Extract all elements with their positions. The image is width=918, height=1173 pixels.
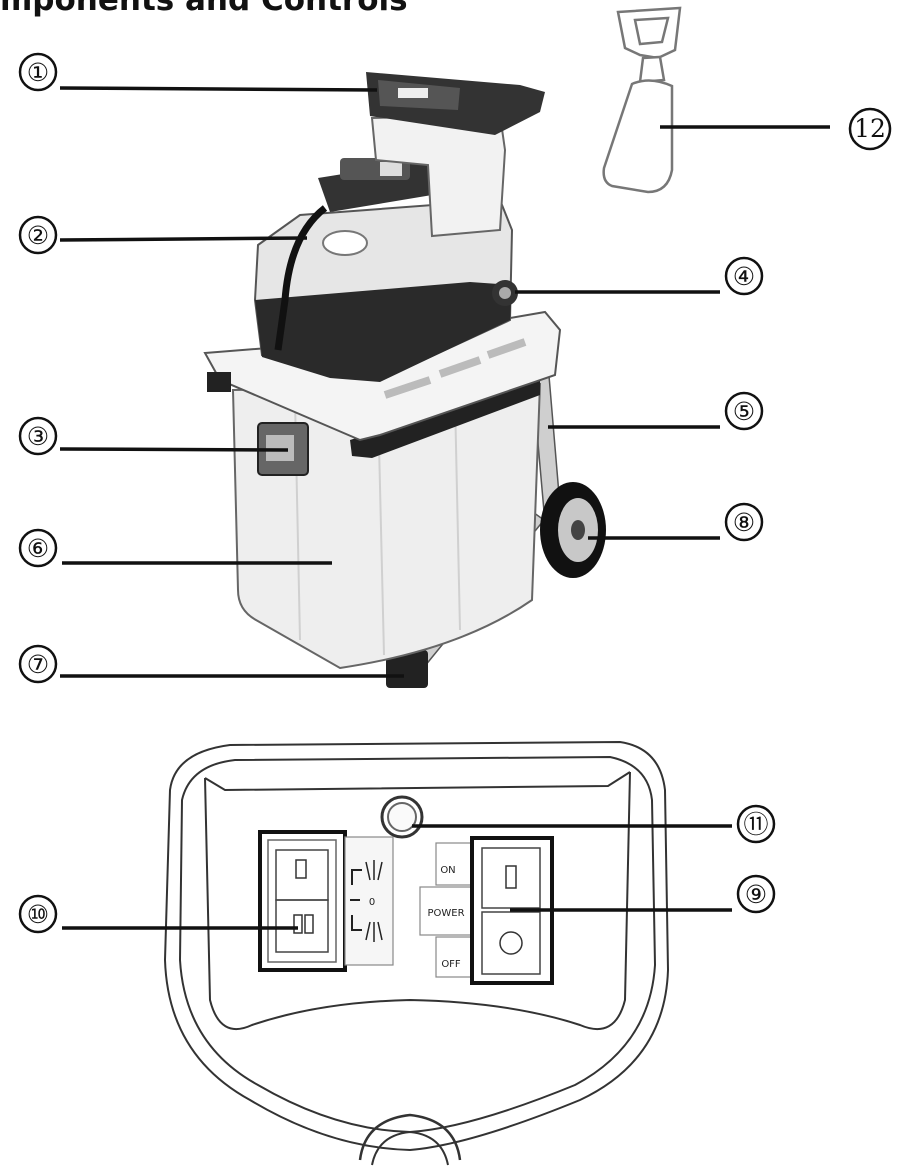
callout-6: ⑥ — [18, 528, 58, 568]
callout-7: ⑦ — [18, 644, 58, 684]
callout-4: ④ — [724, 256, 764, 296]
callout-11: ⑪ — [736, 804, 776, 844]
power-on-label: ON — [440, 865, 455, 876]
callout-label-5: ⑤ — [733, 397, 755, 426]
direction-switch-icon: 0 — [258, 830, 394, 972]
callout-label-2: ② — [27, 221, 49, 250]
callout-8: ⑧ — [724, 502, 764, 542]
leader-line-2 — [59, 236, 308, 242]
leader-lines — [59, 86, 830, 930]
pusher-tool-icon — [602, 6, 682, 194]
callout-label-4: ④ — [733, 262, 755, 291]
callout-label-11: ⑪ — [743, 810, 768, 839]
callout-label-10: ⑩ — [27, 900, 49, 929]
control-panel-icon — [163, 740, 670, 1166]
leader-line-3 — [59, 447, 289, 452]
callout-2: ② — [18, 215, 58, 255]
shredder-icon — [203, 72, 606, 688]
callout-label-1: ① — [27, 58, 49, 87]
page-title: mponents and Controls — [0, 0, 408, 18]
callout-numbers: ① ② ③ ④ ⑤ ⑥ ⑦ — [18, 52, 892, 934]
power-label: POWER — [427, 908, 464, 919]
callout-9: ⑨ — [736, 874, 776, 914]
power-off-label: OFF — [441, 959, 461, 970]
callout-1: ① — [18, 52, 58, 92]
callout-12: 12 — [848, 107, 892, 151]
callout-3: ③ — [18, 416, 58, 456]
callout-label-12: 12 — [854, 114, 886, 143]
direction-center-label: 0 — [369, 897, 375, 908]
callout-label-9: ⑨ — [745, 880, 767, 909]
callout-label-8: ⑧ — [733, 508, 755, 537]
leader-line-1 — [59, 86, 378, 92]
callout-10: ⑩ — [18, 894, 58, 934]
reset-button-icon — [380, 795, 424, 839]
callout-label-3: ③ — [27, 422, 49, 451]
callout-label-6: ⑥ — [27, 534, 49, 563]
callout-5: ⑤ — [724, 391, 764, 431]
callout-label-7: ⑦ — [27, 650, 49, 679]
